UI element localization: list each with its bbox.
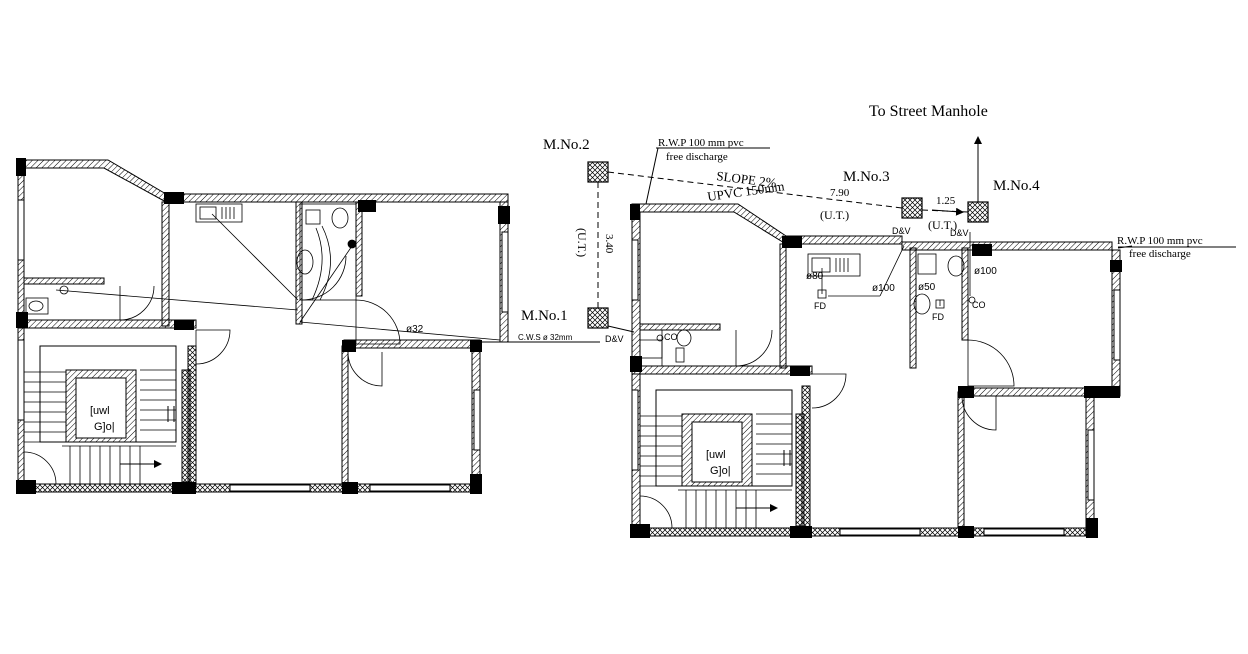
dia-80-label: ø80 [806, 271, 824, 282]
stair-right-label-1: [uwl [706, 449, 726, 461]
right-pipes [640, 232, 976, 366]
flow-arrow [931, 207, 964, 216]
manhole-1-label: M.No.1 [521, 308, 568, 324]
left-columns [16, 158, 510, 494]
length-vert-ut-label: (U.T.) [575, 228, 589, 257]
length-vert-label: 3.40 [603, 234, 615, 254]
fd2-label: FD [932, 312, 944, 322]
manhole-2-label: M.No.2 [543, 137, 590, 153]
street-manhole-label: To Street Manhole [869, 103, 988, 120]
right-columns [630, 204, 1122, 538]
length-short-label: 1.25 [936, 195, 956, 207]
left-windows [17, 199, 509, 492]
mh1-connection [607, 325, 635, 333]
rwp-leader-top [645, 147, 659, 205]
dia-50-label: ø50 [918, 282, 936, 293]
rwp-top-label: R.W.P 100 mm pvc [658, 137, 744, 149]
co-right-label: CO [972, 300, 986, 310]
right-fixtures [639, 253, 965, 363]
dia-100a-label: ø100 [872, 283, 895, 294]
stair-right-label-2: G]o| [710, 465, 731, 477]
right-doors [639, 329, 1015, 529]
dia-32-label: ø32 [406, 324, 424, 335]
left-floor-plan [16, 158, 510, 494]
manhole-4 [967, 201, 989, 223]
right-staircase [640, 389, 805, 528]
rwp-right-label: R.W.P 100 mm pvc [1117, 235, 1203, 247]
co-left-label: CO [664, 332, 678, 342]
dv-mid-label: D&V [892, 226, 911, 236]
left-fixtures [25, 203, 357, 315]
manhole-3-label: M.No.3 [843, 169, 890, 185]
stair-left-label-2: G]o| [94, 421, 115, 433]
length-main-ut-label: (U.T.) [820, 208, 849, 222]
dia-100b-label: ø100 [974, 266, 997, 277]
left-staircase [24, 345, 191, 484]
stair-left-label-1: [uwl [90, 405, 110, 417]
manhole-3 [901, 197, 923, 219]
manhole-2 [587, 161, 609, 183]
manhole-1 [587, 307, 609, 329]
right-windows [631, 239, 1121, 536]
fd1-label: FD [814, 301, 826, 311]
length-short-ut-label: (U.T.) [928, 218, 957, 232]
length-main-label: 7.90 [830, 187, 850, 199]
labels: To Street Manhole M.No.2 M.No.1 M.No.3 M… [90, 103, 1203, 477]
dv-right-label: D&V [950, 228, 969, 238]
cws-label: C.W.S ø 32mm [518, 333, 573, 342]
right-floor-plan [630, 203, 1122, 538]
left-doors [23, 255, 401, 485]
free-discharge-right-label: free discharge [1129, 248, 1191, 260]
manhole-4-label: M.No.4 [993, 178, 1040, 194]
dv-left-label: D&V [605, 334, 624, 344]
drainage-network [478, 136, 1236, 343]
slope-label: SLOPE 2% [716, 168, 778, 190]
free-discharge-top-label: free discharge [666, 151, 728, 163]
left-pipes [55, 213, 501, 341]
